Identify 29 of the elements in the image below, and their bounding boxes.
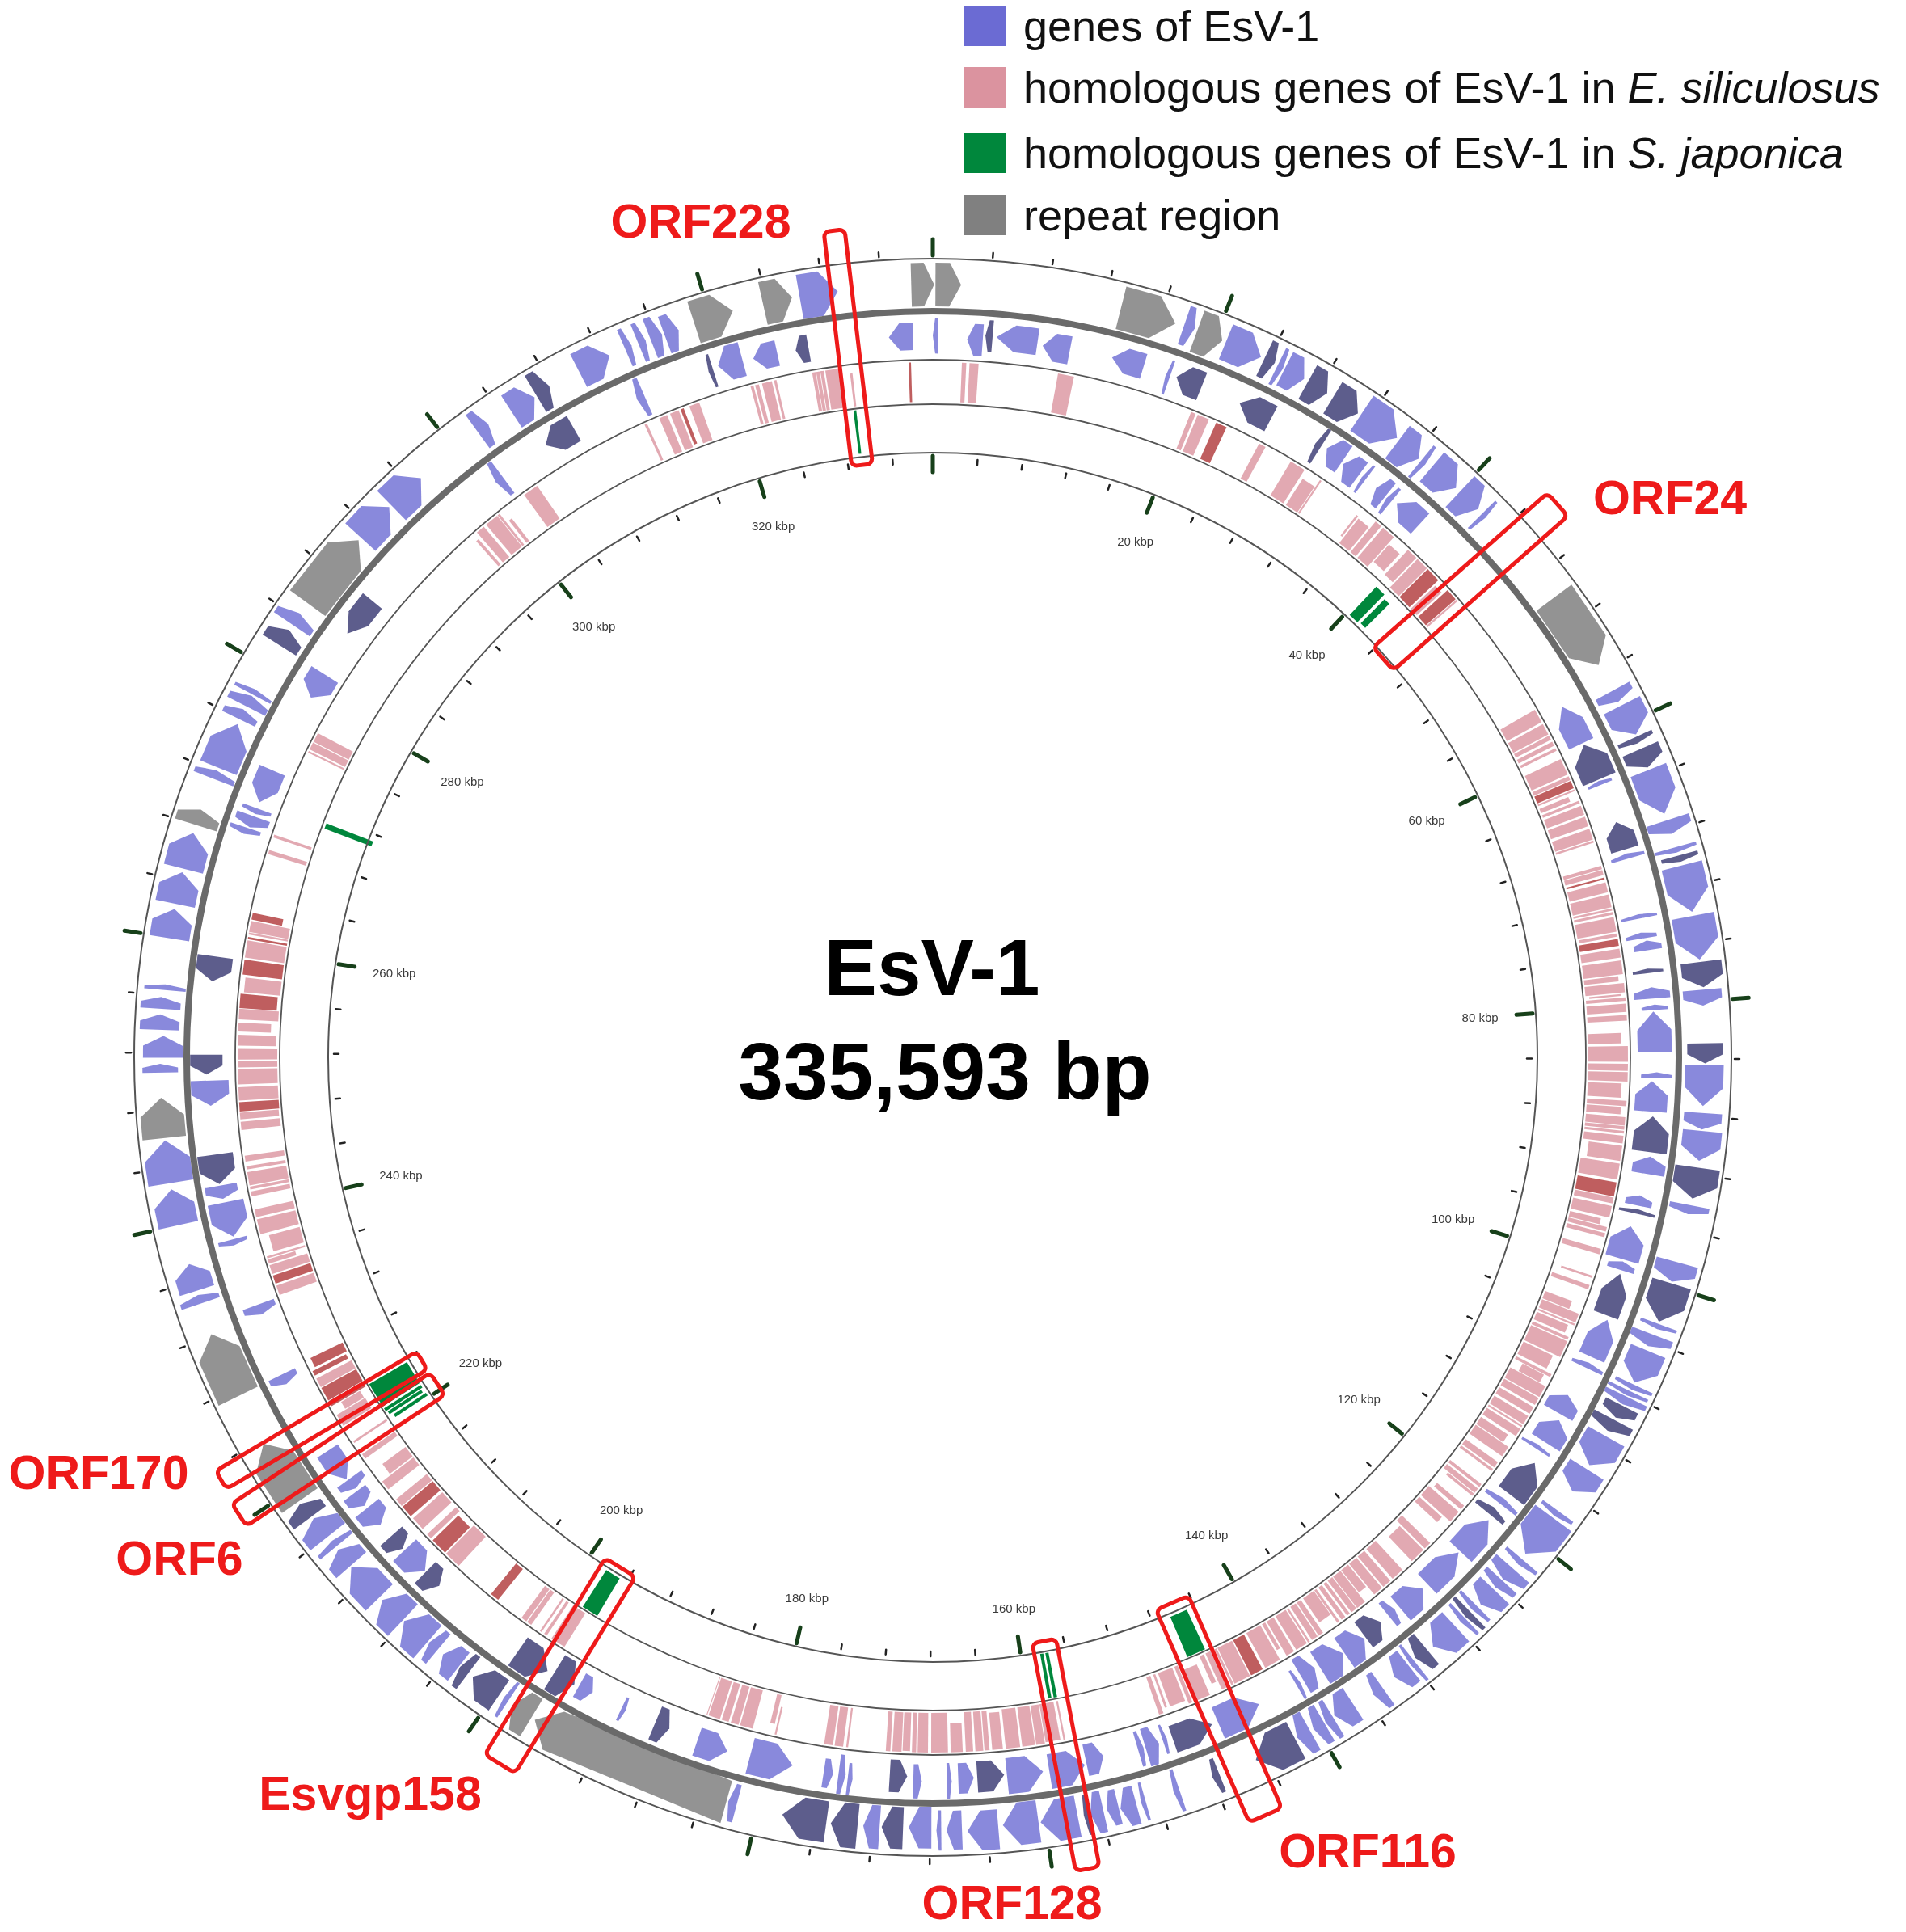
tick-label: 220 kbp bbox=[458, 1355, 503, 1370]
genome-size: 335,593 bp bbox=[738, 1024, 1152, 1118]
tick-label: 320 kbp bbox=[751, 519, 795, 534]
legend-label: homologous genes of EsV-1 in E. siliculosus bbox=[1023, 62, 1880, 113]
gene-label: ORF24 bbox=[1592, 471, 1748, 525]
legend-label: genes of EsV-1 bbox=[1023, 1, 1320, 52]
tick-label: 100 kbp bbox=[1431, 1212, 1475, 1227]
tick-label: 200 kbp bbox=[599, 1502, 643, 1517]
gene-label: Esvgp158 bbox=[259, 1767, 482, 1820]
tick-label: 260 kbp bbox=[373, 965, 416, 981]
legend-label: homologous genes of EsV-1 in S. japonica bbox=[1023, 128, 1844, 179]
tick-label: 80 kbp bbox=[1461, 1010, 1499, 1025]
genome-name: EsV-1 bbox=[824, 922, 1040, 1014]
tick-label: 160 kbp bbox=[992, 1601, 1035, 1616]
gene-label: ORF170 bbox=[8, 1446, 189, 1500]
tick-label: 40 kbp bbox=[1288, 647, 1326, 662]
gene-label: ORF6 bbox=[116, 1532, 243, 1585]
tick-label: 280 kbp bbox=[441, 774, 484, 789]
tick-label: 60 kbp bbox=[1408, 812, 1445, 828]
tick-label: 180 kbp bbox=[785, 1591, 829, 1606]
legend-label: repeat region bbox=[1023, 190, 1281, 241]
tick-label: 120 kbp bbox=[1337, 1391, 1381, 1407]
gene-label: ORF228 bbox=[610, 195, 791, 248]
tick-label: 20 kbp bbox=[1117, 534, 1154, 550]
tick-label: 140 kbp bbox=[1184, 1527, 1229, 1542]
gene-label: ORF128 bbox=[921, 1876, 1103, 1930]
gene-label: ORF116 bbox=[1279, 1824, 1457, 1878]
tick-label: 300 kbp bbox=[571, 618, 616, 634]
tick-label: 240 kbp bbox=[379, 1168, 423, 1183]
